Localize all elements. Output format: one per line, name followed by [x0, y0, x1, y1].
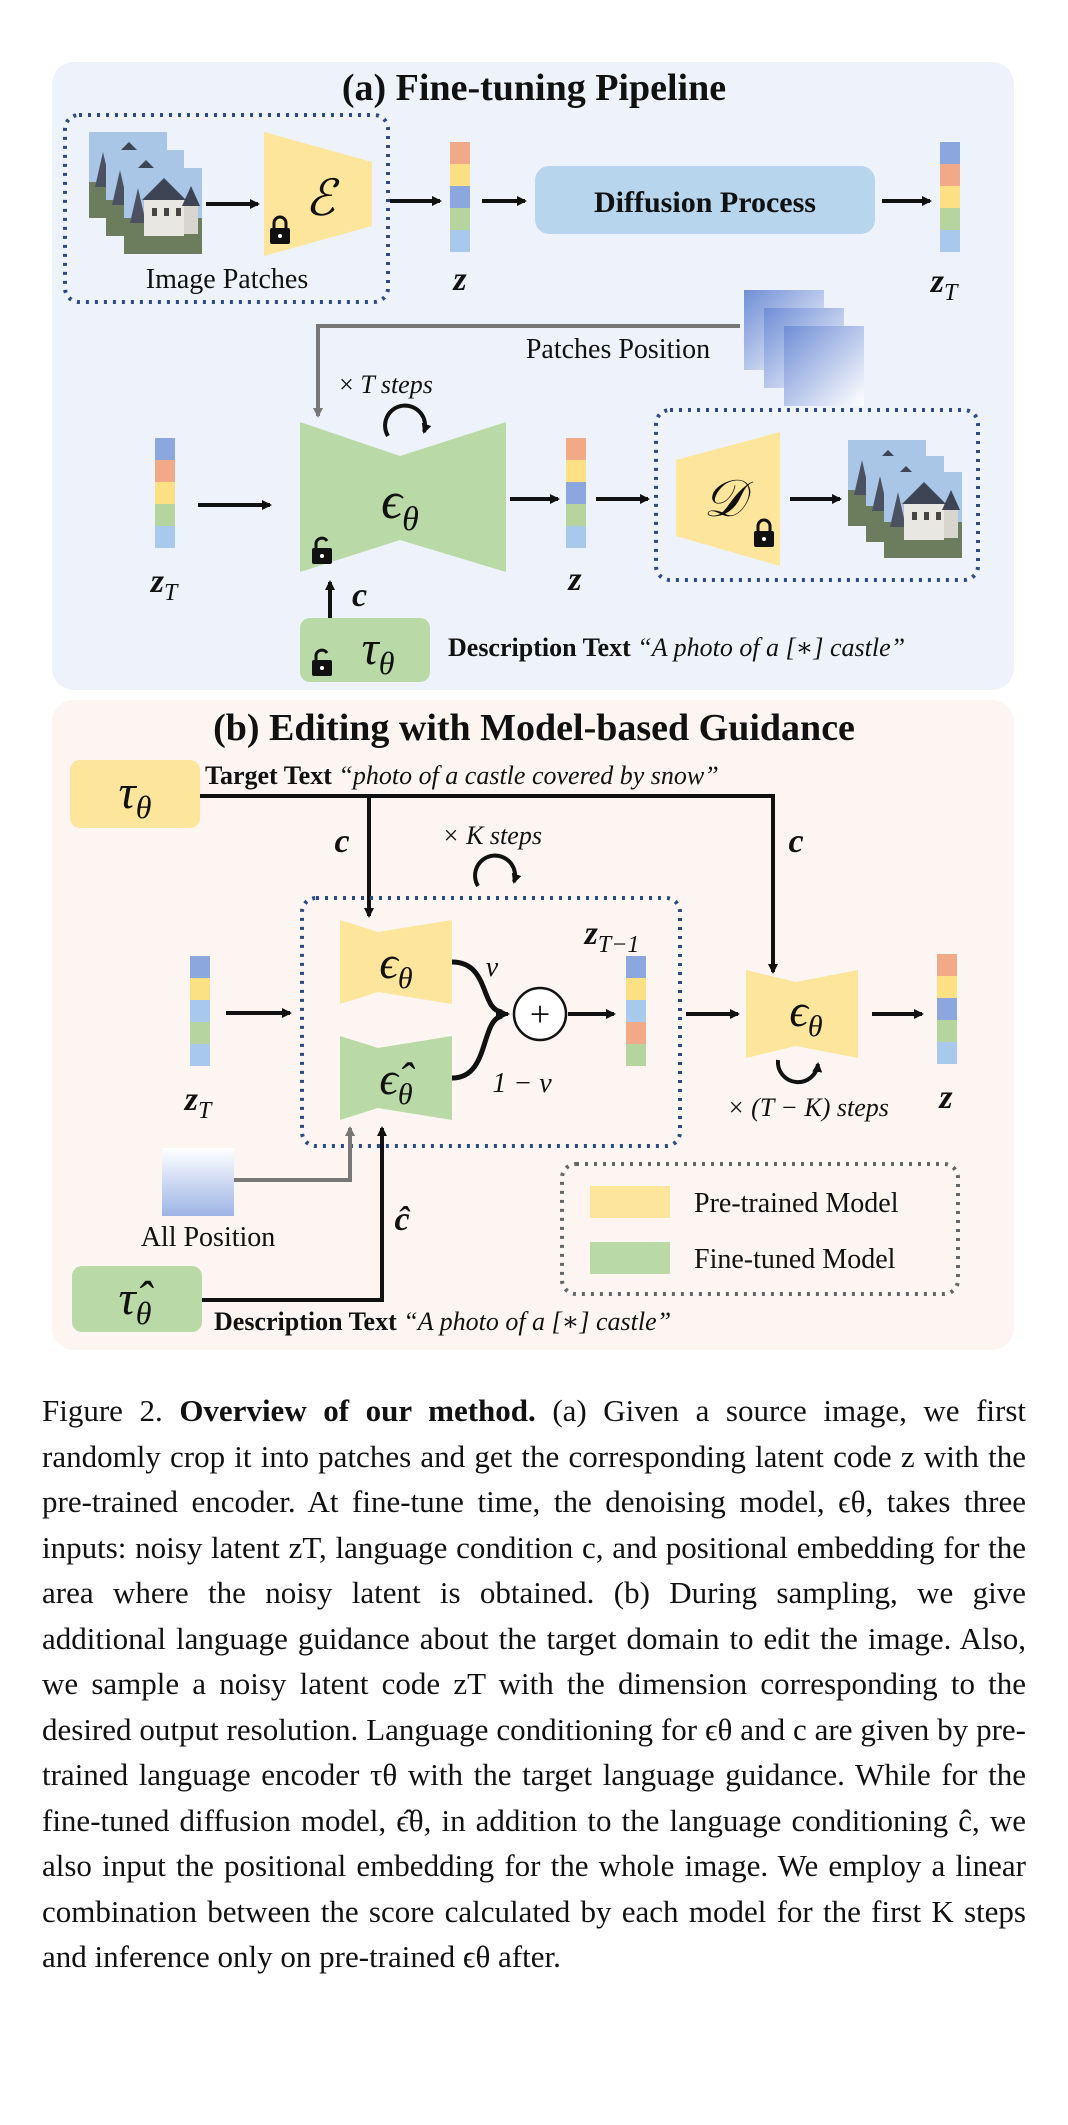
text-encoder-symbol-a: τθ: [362, 622, 395, 681]
encoder-block: [264, 132, 372, 256]
panel-a-title: (a) Fine-tuning Pipeline: [342, 67, 726, 109]
latent-zT-left-label: zT: [150, 563, 179, 606]
latent-zT-b-bar: [190, 956, 210, 1066]
eps-pretrained-block: [340, 920, 452, 1004]
arrow-patches-position: [313, 324, 740, 418]
panel-a-background: [52, 62, 1014, 690]
latent-zT-left-bar: [155, 438, 175, 548]
panel-b-title: (b) Editing with Model-based Guidance: [213, 707, 855, 749]
legend-finetuned-swatch: [590, 1242, 670, 1274]
text-encoder-pretrained-box: [70, 760, 200, 828]
chat-label: ĉ: [394, 1201, 410, 1238]
text-encoder-finetune-box: [300, 618, 430, 682]
legend-finetuned-label: Fine-tuned Model: [694, 1244, 896, 1275]
k-steps-label: × K steps: [442, 821, 542, 850]
image-patches-box: [63, 113, 390, 304]
c-label-left: c: [334, 823, 349, 860]
eps-final-block: [746, 970, 858, 1058]
diffusion-process-box: [535, 166, 875, 234]
description-text-a: Description Text “A photo of a [∗] castl…: [448, 633, 905, 662]
latent-z-final-bar: [937, 954, 957, 1064]
arrow-chat-to-epshat: [202, 1126, 387, 1302]
unet-symbol: ϵθ: [381, 473, 419, 538]
t-steps-label: × T steps: [339, 370, 433, 399]
latent-zT-top-bar: [940, 142, 960, 252]
decoder-box: [654, 408, 980, 582]
legend-pretrained-swatch: [590, 1186, 670, 1218]
tk-steps-loop-arrow: [775, 1059, 823, 1085]
latent-z-final-label: z: [938, 1079, 953, 1116]
image-patches-label: Image Patches: [146, 264, 309, 295]
v-label: v: [486, 952, 499, 983]
decoder-block: [676, 432, 780, 566]
all-position-square: [162, 1148, 234, 1216]
latent-zT1-label: zT−1: [584, 915, 640, 958]
text-encoder-symbol-b: τθ: [119, 766, 152, 825]
merge-brace-bottom: [451, 1013, 503, 1081]
method-diagram: (a) Fine-tuning Pipeline Image Patches ℰ…: [52, 62, 1014, 1350]
k-steps-loop-arrow: [473, 853, 522, 888]
figure-caption: Figure 2. Overview of our method. (a) Gi…: [42, 1388, 1026, 1980]
target-text: Target Text “photo of a castle covered b…: [205, 761, 719, 790]
latent-z-right-bar: [566, 438, 586, 548]
eps-finetuned-block: [340, 1036, 452, 1120]
latent-z-right-label: z: [567, 561, 582, 598]
all-position-label: All Position: [141, 1222, 276, 1253]
c-label-a: c: [352, 577, 367, 614]
diffusion-process-label: Diffusion Process: [594, 186, 816, 219]
latent-z-label: z: [452, 261, 467, 298]
target-text-line: [200, 794, 778, 974]
one-minus-v-label: 1 − v: [492, 1068, 552, 1099]
caption-bold-title: Overview of our method.: [179, 1393, 536, 1428]
unet-finetune-block: [300, 422, 506, 572]
description-text-b: Description Text “A photo of a [∗] castl…: [214, 1307, 671, 1336]
caption-body: (a) Given a source image, we first rando…: [42, 1393, 1027, 1974]
patches-position-label: Patches Position: [526, 334, 710, 365]
t-steps-loop-arrow: [383, 403, 432, 438]
patches-position-squares: [744, 290, 864, 406]
arrow-all-position: [234, 1126, 355, 1182]
legend-box: [560, 1162, 960, 1296]
latent-zT-b-label: zT: [184, 1081, 213, 1124]
c-label-right: c: [788, 823, 803, 860]
latent-z-bar: [450, 142, 470, 252]
latent-zT-top-label: zT: [930, 263, 959, 306]
merge-brace-top: [451, 959, 503, 1015]
eps-final-symbol: ϵθ: [789, 985, 823, 1043]
latent-zT1-bar: [626, 956, 646, 1066]
text-encoder-finetune-box-b: [72, 1266, 202, 1332]
legend-pretrained-label: Pre-trained Model: [694, 1188, 899, 1219]
sum-node: [512, 986, 568, 1042]
encoder-symbol: ℰ: [305, 170, 340, 226]
tk-steps-label: × (T − K) steps: [727, 1093, 889, 1122]
sum-plus-symbol: +: [530, 994, 550, 1034]
caption-figure-label: Figure 2.: [42, 1393, 163, 1428]
eps-pretrained-symbol: ϵθ: [379, 937, 413, 995]
